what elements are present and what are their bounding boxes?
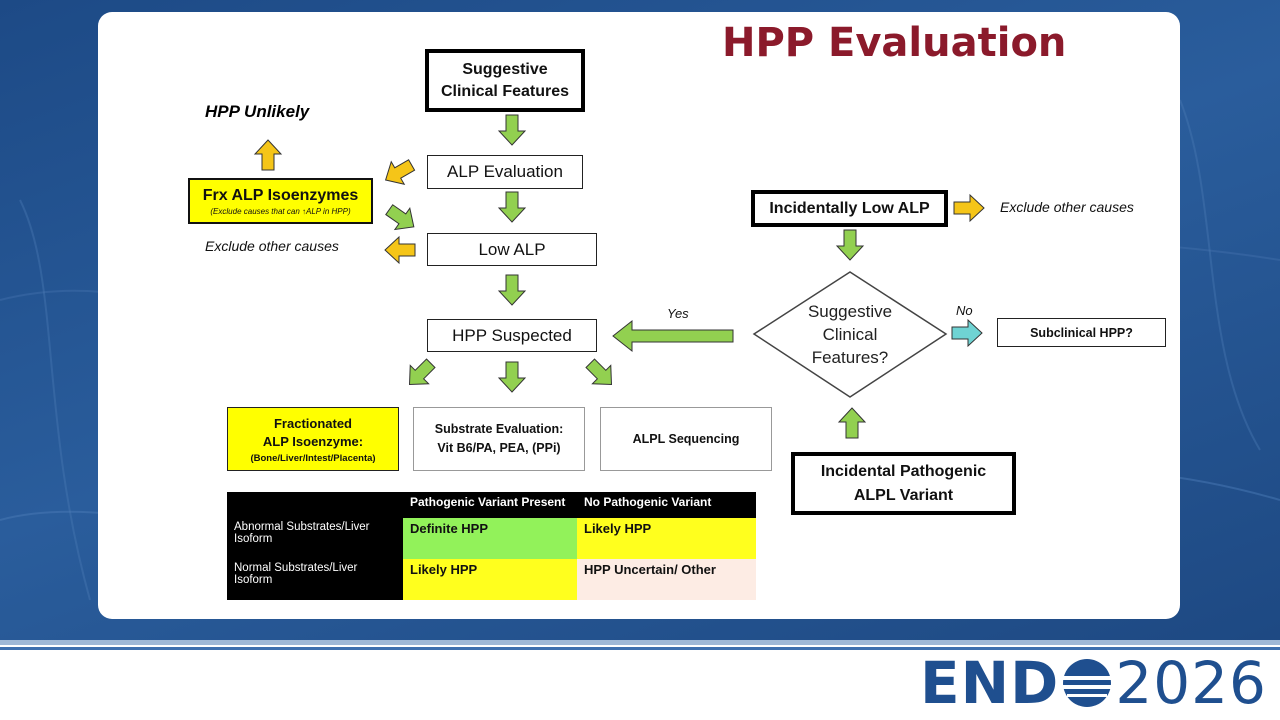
table-header-cell: No Pathogenic Variant xyxy=(577,492,756,518)
label-exclude-left: Exclude other causes xyxy=(205,238,339,254)
node-suggestive-clinical: Suggestive Clinical Features xyxy=(425,49,585,112)
label-yes: Yes xyxy=(667,306,689,321)
label-exclude-right: Exclude other causes xyxy=(1000,199,1134,215)
table-cell: HPP Uncertain/ Other xyxy=(577,559,756,600)
table-row: Abnormal Substrates/Liver Isoform Defini… xyxy=(227,518,756,559)
node-alpl-sequencing: ALPL Sequencing xyxy=(600,407,772,471)
node-frx-alp-isoenzymes: Frx ALP Isoenzymes (Exclude causes that … xyxy=(188,178,373,224)
logo-year: 2026 xyxy=(1115,649,1267,717)
node-subclinical-hpp: Subclinical HPP? xyxy=(997,318,1166,347)
table-row-label: Abnormal Substrates/Liver Isoform xyxy=(227,518,403,559)
table-header-row: Pathogenic Variant Present No Pathogenic… xyxy=(227,492,756,518)
table-header-cell: Pathogenic Variant Present xyxy=(403,492,577,518)
table-cell: Likely HPP xyxy=(577,518,756,559)
node-substrate-evaluation: Substrate Evaluation: Vit B6/PA, PEA, (P… xyxy=(413,407,585,471)
table-cell: Definite HPP xyxy=(403,518,577,559)
footer-divider-accent xyxy=(0,647,1280,650)
node-incidental-pathogenic-variant: Incidental Pathogenic ALPL Variant xyxy=(791,452,1016,515)
table-row: Normal Substrates/Liver Isoform Likely H… xyxy=(227,559,756,600)
node-fractionated-alp: Fractionated ALP Isoenzyme: (Bone/Liver/… xyxy=(227,407,399,471)
node-incidentally-low-alp: Incidentally Low ALP xyxy=(751,190,948,227)
node-alp-evaluation: ALP Evaluation xyxy=(427,155,583,189)
label-no: No xyxy=(956,303,973,318)
node-low-alp: Low ALP xyxy=(427,233,597,266)
table-cell: Likely HPP xyxy=(403,559,577,600)
results-table: Pathogenic Variant Present No Pathogenic… xyxy=(227,492,756,600)
footer-divider xyxy=(0,640,1280,645)
table-header-cell xyxy=(227,492,403,518)
logo-wordmark: END xyxy=(920,649,1060,717)
table-row-label: Normal Substrates/Liver Isoform xyxy=(227,559,403,600)
label-hpp-unlikely: HPP Unlikely xyxy=(205,102,310,121)
slide-title: HPP Evaluation xyxy=(722,20,1067,66)
node-hpp-suspected: HPP Suspected xyxy=(427,319,597,352)
globe-icon xyxy=(1063,659,1112,707)
decision-text: Suggestive Clinical Features? xyxy=(807,302,893,367)
endo-logo: END 2026 xyxy=(920,654,1267,712)
